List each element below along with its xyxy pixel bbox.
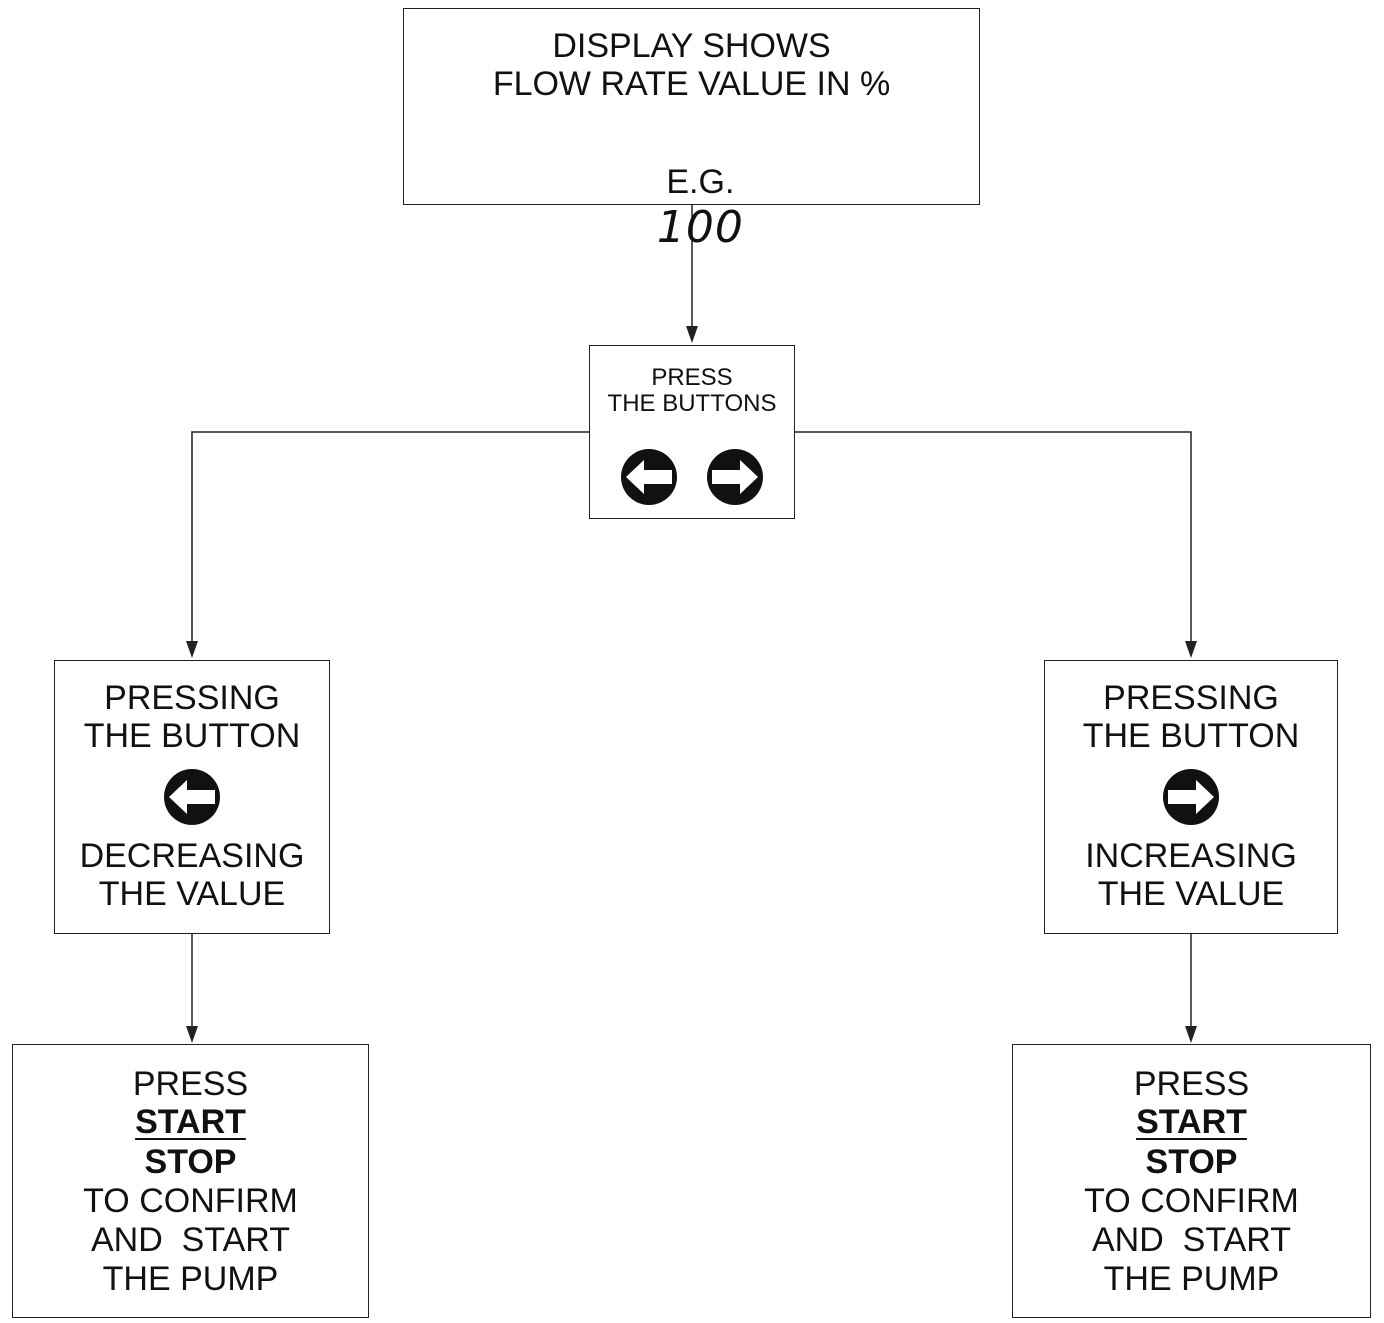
decrease-line-1: PRESSING (104, 679, 280, 717)
display-box: DISPLAY SHOWS FLOW RATE VALUE IN % E.G. … (403, 8, 980, 253)
press-line-2: THE BUTTONS (607, 390, 777, 417)
arrowhead-right (1185, 641, 1197, 658)
arrowhead-press (686, 326, 698, 343)
decrease-line-2: THE BUTTON (83, 717, 301, 755)
display-line-2: FLOW RATE VALUE IN % (492, 65, 891, 103)
confirm-left-start: START (13, 1103, 368, 1142)
left-arrow-button-icon (621, 449, 677, 505)
arrowhead-left (186, 641, 198, 658)
confirm-box-left: PRESS START STOP TO CONFIRM AND START TH… (12, 1044, 369, 1318)
start-key-label: START (1136, 1103, 1247, 1141)
increase-line-4: THE VALUE (1097, 875, 1285, 913)
press-buttons-box: PRESS THE BUTTONS (589, 345, 795, 519)
confirm-box-right: PRESS START STOP TO CONFIRM AND START TH… (1012, 1044, 1371, 1318)
connector-press-to-right (795, 431, 1192, 645)
increase-line-1: PRESSING (1103, 679, 1279, 717)
arrowhead-confirm-left (186, 1026, 198, 1043)
confirm-right-stop: STOP (1145, 1143, 1238, 1181)
start-key-label: START (135, 1103, 246, 1141)
right-arrow-button-icon (1163, 769, 1219, 825)
left-arrow-button-icon (164, 769, 220, 825)
display-line-1: DISPLAY SHOWS (552, 27, 831, 65)
decrease-box: PRESSING THE BUTTON DECREASING THE VALUE (54, 660, 330, 934)
confirm-right-line-5: AND START (1092, 1221, 1291, 1259)
confirm-right-line-4: TO CONFIRM (1084, 1182, 1299, 1220)
confirm-left-line-1: PRESS (132, 1065, 249, 1103)
connector-press-to-left (191, 431, 589, 645)
arrowhead-confirm-right (1185, 1026, 1197, 1043)
confirm-left-stop: STOP (144, 1143, 237, 1181)
confirm-right-start: START (1013, 1103, 1370, 1142)
confirm-left-line-6: THE PUMP (102, 1260, 279, 1298)
confirm-left-line-4: TO CONFIRM (83, 1182, 298, 1220)
increase-line-3: INCREASING (1085, 837, 1297, 875)
decrease-line-4: THE VALUE (98, 875, 286, 913)
right-arrow-button-icon (707, 449, 763, 505)
example-label: E.G. (666, 163, 735, 201)
increase-box: PRESSING THE BUTTON INCREASING THE VALUE (1044, 660, 1338, 934)
display-example: E.G. 100 (404, 145, 979, 271)
confirm-right-line-6: THE PUMP (1103, 1260, 1280, 1298)
increase-line-2: THE BUTTON (1082, 717, 1300, 755)
decrease-line-3: DECREASING (79, 837, 305, 875)
confirm-left-line-5: AND START (91, 1221, 290, 1259)
press-line-1: PRESS (651, 364, 733, 391)
confirm-right-line-1: PRESS (1133, 1065, 1250, 1103)
lcd-value: 100 (656, 202, 744, 253)
